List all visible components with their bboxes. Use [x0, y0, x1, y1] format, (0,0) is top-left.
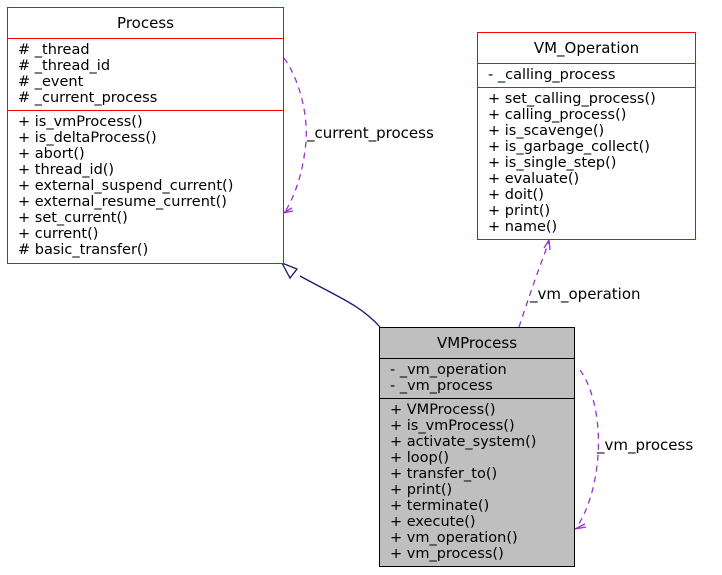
current-process-edge — [283, 57, 307, 213]
method: + terminate() — [390, 498, 490, 514]
method: + evaluate() — [488, 171, 580, 187]
methods-section: + VMProcess() + is_vmProcess() + activat… — [380, 399, 574, 566]
vm-operation-arrowhead — [543, 238, 551, 251]
method: + set_current() — [18, 210, 128, 226]
current-process-arrowhead — [282, 207, 294, 214]
attribute: # _thread — [18, 42, 90, 58]
method: + thread_id() — [18, 162, 115, 178]
vm-process-arrowhead — [574, 523, 587, 530]
attribute: - _vm_process — [390, 378, 493, 394]
method: + name() — [488, 219, 558, 235]
class-process[interactable]: Process # _thread # _thread_id # _event … — [7, 7, 284, 264]
method: + vm_operation() — [390, 530, 518, 546]
class-title: VMProcess — [380, 328, 574, 359]
class-vm-operation[interactable]: VM_Operation - _calling_process + set_ca… — [477, 32, 696, 240]
attribute: # _event — [18, 74, 84, 90]
method: + print() — [488, 203, 551, 219]
attributes-section: - _calling_process — [478, 64, 695, 88]
edge-label-vm-process: _vm_process — [597, 436, 694, 454]
attributes-section: # _thread # _thread_id # _event # _curre… — [8, 39, 283, 111]
method: + calling_process() — [488, 107, 627, 123]
attribute: # _thread_id — [18, 58, 111, 74]
edge-label-vm-operation: _vm_operation — [530, 285, 641, 303]
methods-section: + is_vmProcess() + is_deltaProcess() + a… — [8, 111, 283, 262]
method: + vm_process() — [390, 546, 504, 562]
method: + activate_system() — [390, 434, 537, 450]
method: + doit() — [488, 187, 544, 203]
method: + print() — [390, 482, 453, 498]
method: + transfer_to() — [390, 466, 498, 482]
method: + is_vmProcess() — [390, 418, 515, 434]
class-title: Process — [8, 8, 283, 39]
vm-process-edge — [576, 369, 600, 528]
method: # basic_transfer() — [18, 242, 149, 258]
attributes-section: - _vm_operation - _vm_process — [380, 359, 574, 399]
method: + external_suspend_current() — [18, 178, 234, 194]
inheritance-edge — [299, 275, 381, 328]
method: + external_resume_current() — [18, 194, 227, 210]
method: + set_calling_process() — [488, 91, 656, 107]
method: + is_vmProcess() — [18, 114, 143, 130]
method: + is_garbage_collect() — [488, 139, 650, 155]
vm-operation-edge — [518, 241, 550, 328]
inheritance-arrowhead — [280, 261, 299, 280]
method: + is_scavenge() — [488, 123, 605, 139]
attribute: - _vm_operation — [390, 362, 507, 378]
attribute: # _current_process — [18, 90, 158, 106]
edge-label-current-process: _current_process — [307, 124, 434, 142]
method: + abort() — [18, 146, 85, 162]
method: + is_deltaProcess() — [18, 130, 157, 146]
class-title: VM_Operation — [478, 33, 695, 64]
method: + is_single_step() — [488, 155, 617, 171]
method: + current() — [18, 226, 99, 242]
class-vmprocess[interactable]: VMProcess - _vm_operation - _vm_process … — [379, 327, 575, 567]
method: + loop() — [390, 450, 450, 466]
method: + VMProcess() — [390, 402, 496, 418]
method: + execute() — [390, 514, 476, 530]
attribute: - _calling_process — [488, 67, 616, 83]
methods-section: + set_calling_process() + calling_proces… — [478, 88, 695, 239]
